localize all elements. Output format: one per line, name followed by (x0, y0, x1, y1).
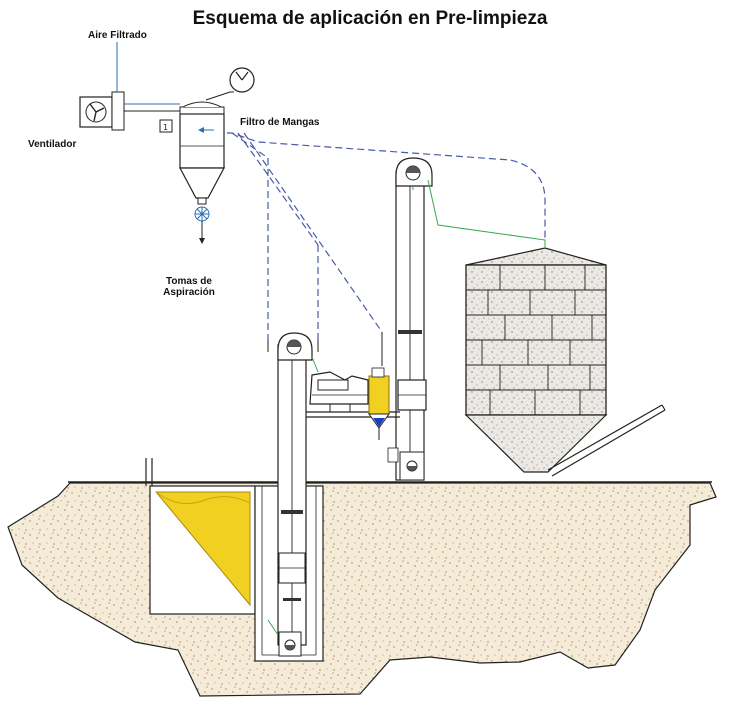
label-tomas-line-1: Tomas de (166, 276, 212, 287)
suction-points (267, 332, 383, 366)
intake-pit (145, 458, 256, 615)
label-filtro-de-mangas: Filtro de Mangas (240, 117, 320, 128)
pre-cleaner (306, 367, 400, 440)
bag-filter: 1 (159, 101, 225, 205)
aspiration-ducts (205, 132, 546, 340)
fan-unit (79, 42, 180, 131)
product-line (267, 179, 546, 636)
label-tomas-line-2: Aspiración (163, 287, 215, 298)
rotary-valve-icon (194, 206, 210, 244)
pressure-gauge-icon (205, 67, 255, 101)
bucket-elevator-2 (387, 157, 433, 481)
bucket-elevator-1 (277, 332, 313, 657)
storage-silo (464, 247, 666, 477)
svg-text:1: 1 (163, 123, 168, 132)
label-ventilador: Ventilador (28, 139, 77, 150)
label-aire-filtrado: Aire Filtrado (88, 30, 147, 41)
ground (7, 481, 717, 697)
diagram-title: Esquema de aplicación en Pre-limpieza (192, 8, 548, 29)
label-tomas-de-aspiracion: Tomas de Aspiración (155, 276, 223, 298)
